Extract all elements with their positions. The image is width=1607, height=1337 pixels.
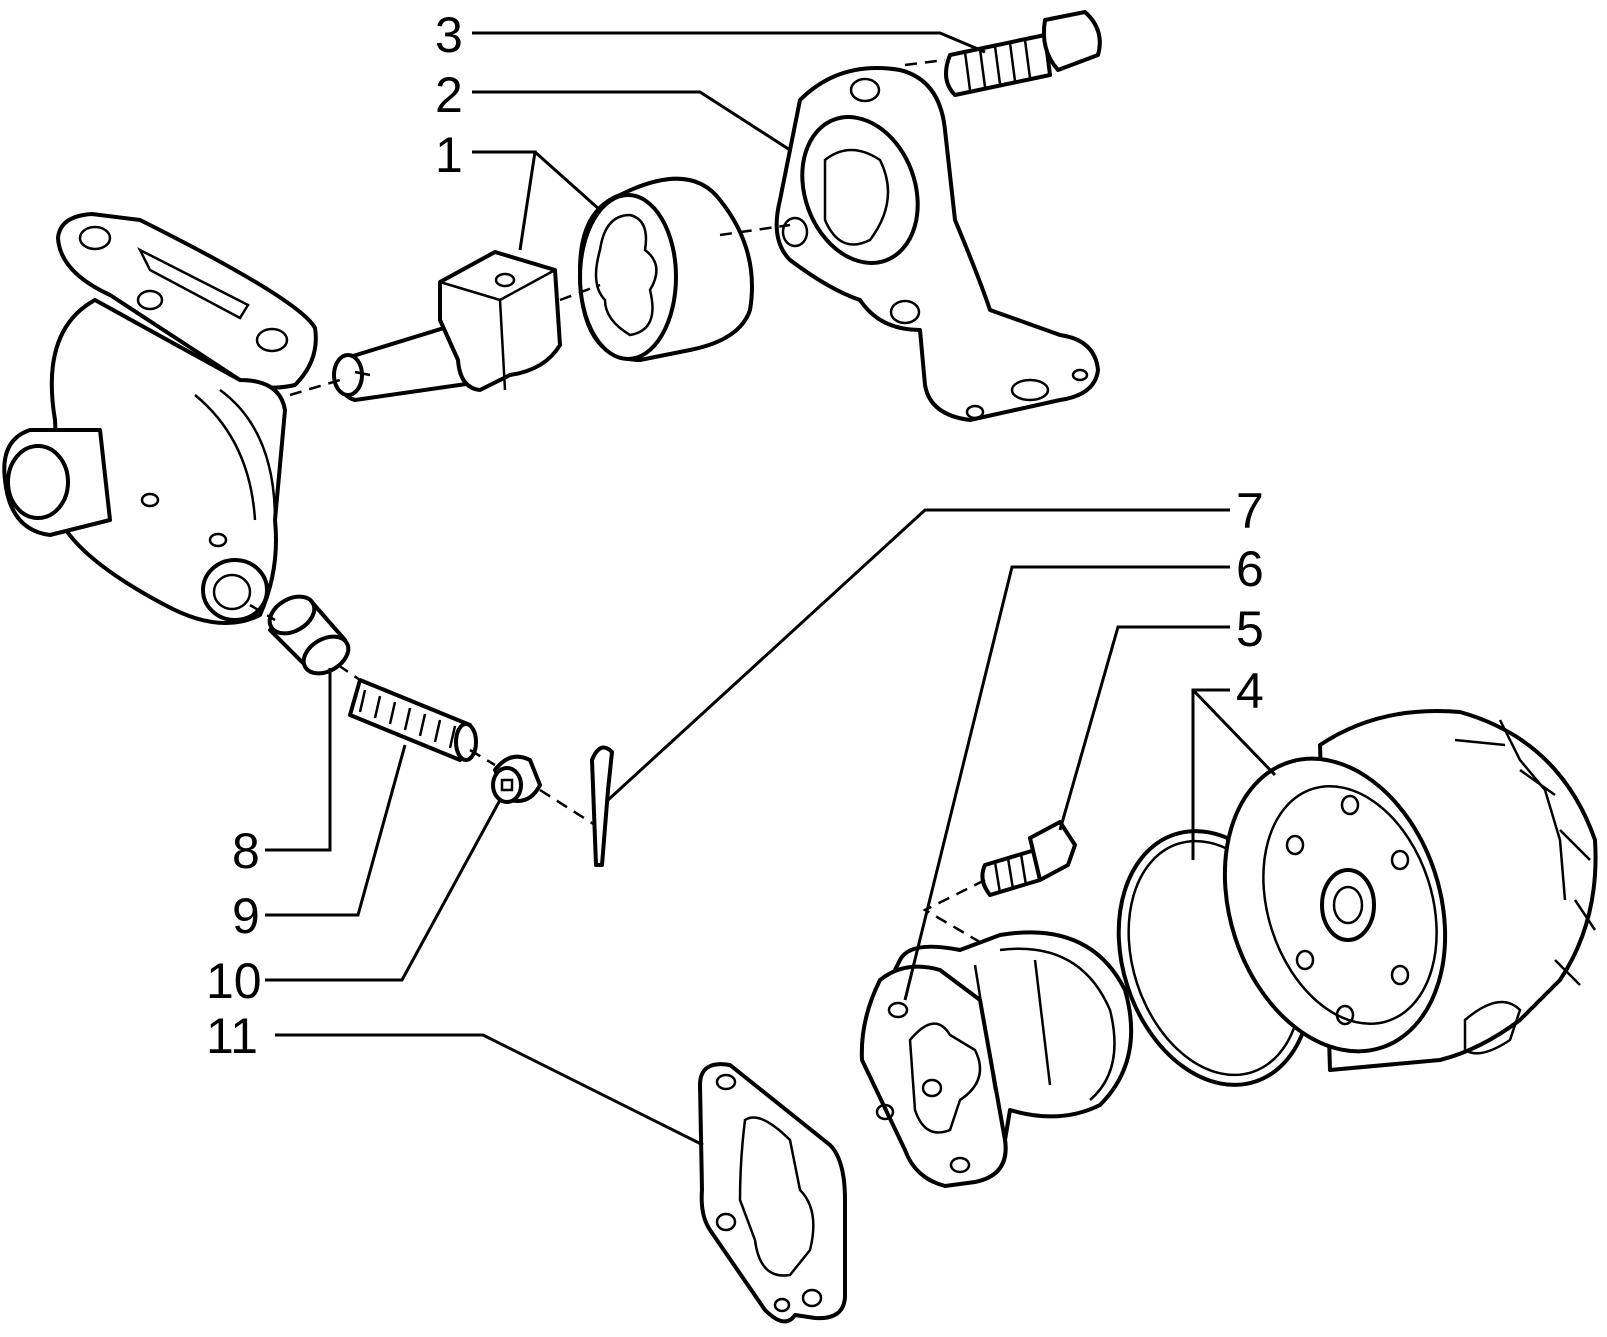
- callout-2: 2: [435, 67, 463, 123]
- callout-6: 6: [1236, 541, 1264, 597]
- outer-rotor-ring: [578, 176, 754, 362]
- callout-1: 1: [435, 127, 463, 183]
- callout-3: 3: [435, 7, 463, 63]
- relief-spring: [348, 678, 478, 762]
- callout-4: 4: [1236, 663, 1264, 719]
- filter-mount-housing: [859, 930, 1134, 1188]
- pump-body: [2, 212, 318, 625]
- callout-8: 8: [232, 823, 260, 879]
- callout-5: 5: [1236, 601, 1264, 657]
- assembly-lines: [249, 58, 986, 947]
- mount-bolt: [980, 820, 1077, 897]
- callout-10: 10: [206, 953, 262, 1009]
- inner-rotor-shaft: [332, 250, 562, 402]
- mount-gasket: [698, 1062, 847, 1324]
- leader-lines: [265, 31, 1277, 1147]
- callout-11: 11: [206, 1008, 258, 1064]
- valve-sleeve: [267, 594, 351, 676]
- callout-9: 9: [232, 888, 260, 944]
- cover-bolt: [944, 10, 1102, 97]
- oil-filter-cartridge: [1222, 708, 1598, 1072]
- pump-cover: [774, 66, 1100, 422]
- split-pin: [590, 745, 614, 867]
- callout-labels: 3 2 1 7 6 5 4 8 9 10 11: [206, 7, 1264, 1064]
- valve-plug: [491, 754, 542, 804]
- callout-7: 7: [1236, 483, 1264, 539]
